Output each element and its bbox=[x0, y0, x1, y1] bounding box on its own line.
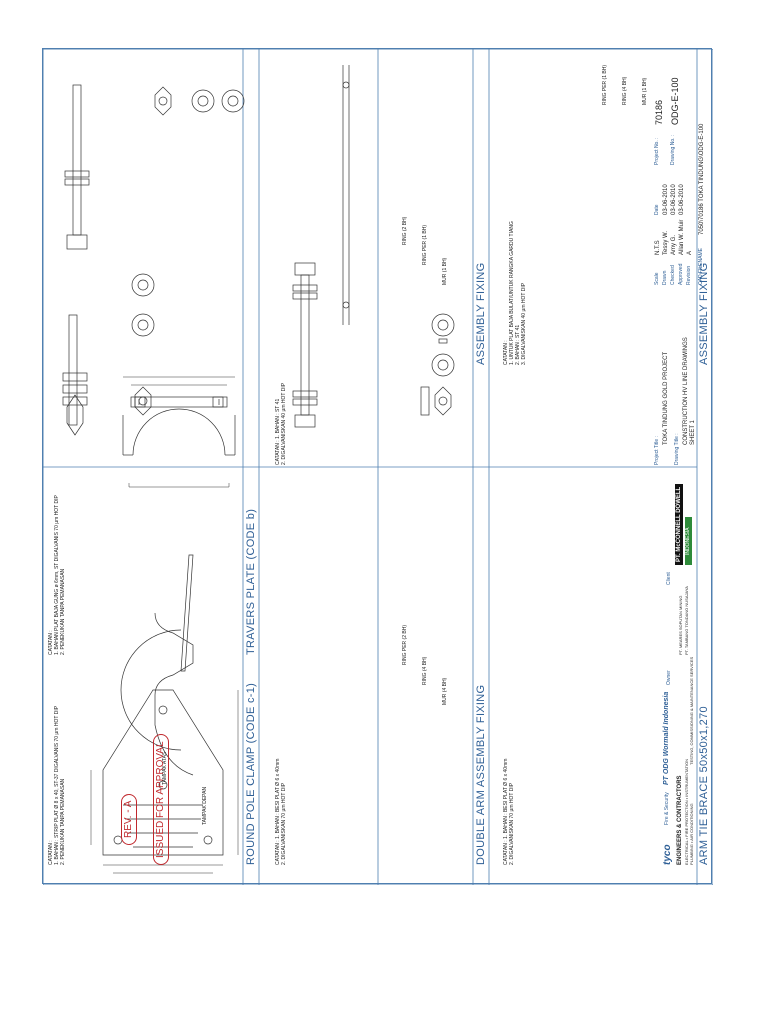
revision-value: A bbox=[687, 250, 693, 255]
panel5-part-mur: MUR (1 BH) bbox=[642, 77, 648, 105]
project-no-label: Project No. : bbox=[654, 137, 660, 165]
project-no: 70186 bbox=[654, 99, 664, 125]
drawn-value: Tessy W. bbox=[663, 230, 669, 255]
client-country: INDONESIA bbox=[685, 517, 692, 565]
scale-label: Scale bbox=[654, 272, 660, 285]
company-name: PT ODG Wormald Indonesia bbox=[663, 691, 670, 785]
panel5-part-ringper: RING PER (1 BH) bbox=[602, 64, 608, 105]
panel4-note: CATATAN : 1. BAHAN : ST 41 2. DIGALVANIS… bbox=[275, 382, 287, 465]
panel3-part-mur: MUR (4 BH) bbox=[442, 677, 448, 705]
panel2-note: CATATAN : 1. BAHAN PLAT BAJA GUNG ø 6mm,… bbox=[48, 495, 66, 655]
panel3-title: DOUBLE ARM ASSEMBLY FIXING bbox=[475, 684, 487, 865]
project-title: TOKA TINDUNG GOLD PROJECT bbox=[663, 351, 669, 445]
panel2-title: TRAVERS PLATE (CODE b) bbox=[245, 508, 257, 655]
panel4-part-mur: MUR (1 BH) bbox=[442, 257, 448, 285]
panel1-title: ROUND POLE CLAMP (CODE c-1) bbox=[245, 682, 257, 865]
cad-filename: 7050\70186 TOKA TINDUNG\ODG-E-100 bbox=[699, 123, 705, 235]
date-label: Date bbox=[654, 204, 660, 215]
checked-label: Checked bbox=[670, 265, 676, 285]
drawing-no: ODG-E-100 bbox=[670, 77, 680, 125]
checked-value: Amy G. bbox=[671, 234, 677, 255]
cad-label: CAD FILENAME bbox=[698, 248, 704, 285]
panel4-part-ring: RING (2 BH) bbox=[402, 216, 408, 245]
panel5-note: CATATAN : 1. UNTUK PLAT BAJA BULAT/UNTUK… bbox=[503, 221, 527, 365]
approved-value: Allan W. Muir bbox=[679, 219, 685, 255]
drawing-sheet: ROUND POLE CLAMP (CODE c-1) TRAVERS PLAT… bbox=[42, 48, 713, 885]
scale-value: N.T.S bbox=[655, 240, 661, 255]
panel3-part-ringper: RING PER (2 BH) bbox=[402, 624, 408, 665]
owner-label: Owner bbox=[666, 670, 672, 685]
panel3-note: CATATAN : 1. BAHAN : BESI PLAT Ø 6 x 40m… bbox=[275, 758, 287, 865]
panel6-title: ARM TIE BRACE 50x50x1,270 bbox=[698, 706, 710, 865]
client-label: Client bbox=[666, 572, 672, 585]
drawing-no-label: Drawing No. : bbox=[670, 134, 676, 165]
drawing-title-2: SHEET 1 bbox=[690, 420, 696, 445]
panel4-title: ASSEMBLY FIXING bbox=[475, 262, 487, 365]
panel6-note: CATATAN : 1. BAHAN : BESI PLAT Ø 6 x 40m… bbox=[503, 758, 515, 865]
approved-label: Approved bbox=[678, 263, 684, 285]
tyco-logo: tyco bbox=[662, 844, 673, 865]
view-front-label: TAMPAK DEPAN bbox=[202, 786, 208, 825]
approved-date: 03-06-2010 bbox=[679, 184, 685, 215]
panel1-note: CATATAN : 1. BAHAN : STRIP PLAT Ø 8 x 40… bbox=[48, 705, 66, 865]
revision-stamp: REV. - A bbox=[121, 793, 137, 845]
drawing-linework bbox=[43, 49, 713, 885]
drawing-plane: ROUND POLE CLAMP (CODE c-1) TRAVERS PLAT… bbox=[43, 49, 713, 885]
drawn-date: 03-06-2010 bbox=[663, 184, 669, 215]
project-title-label: Project Title : bbox=[654, 436, 660, 465]
company-tag: ENGINEERS & CONTRACTORS bbox=[677, 775, 683, 865]
owner-line-2: PT. TAMBANG TONDANO NUSAJAYA bbox=[684, 586, 689, 655]
checked-date: 03-06-2010 bbox=[671, 184, 677, 215]
owner-line-1: PT. MEARES SOPUTAN MINING bbox=[678, 595, 683, 656]
company-line-3: TESTING, COMMISSIONING & MAINTENANCE SER… bbox=[689, 656, 694, 765]
panel5-part-ring: RING (4 BH) bbox=[622, 76, 628, 105]
tyco-logo-sub: Fire & Security bbox=[664, 792, 670, 825]
drawn-label: Drawn bbox=[662, 270, 668, 285]
issued-for-approval-stamp: ISSUED FOR APPROVAL bbox=[153, 734, 169, 865]
company-line-2: PLUMBING • AIR CONDITIONING bbox=[689, 803, 694, 865]
drawing-title-1: CONSTRUCTION HV LINE DRAWINGS bbox=[683, 337, 689, 445]
revision-label: Revision bbox=[686, 265, 692, 285]
drawing-title-label: Drawing Title : bbox=[674, 433, 680, 465]
panel3-part-ring: RING (4 BH) bbox=[422, 656, 428, 685]
panel4-part-ringper: RING PER (1 BH) bbox=[422, 224, 428, 265]
client-name: PT. McCONNELL DOWELL bbox=[675, 483, 683, 565]
